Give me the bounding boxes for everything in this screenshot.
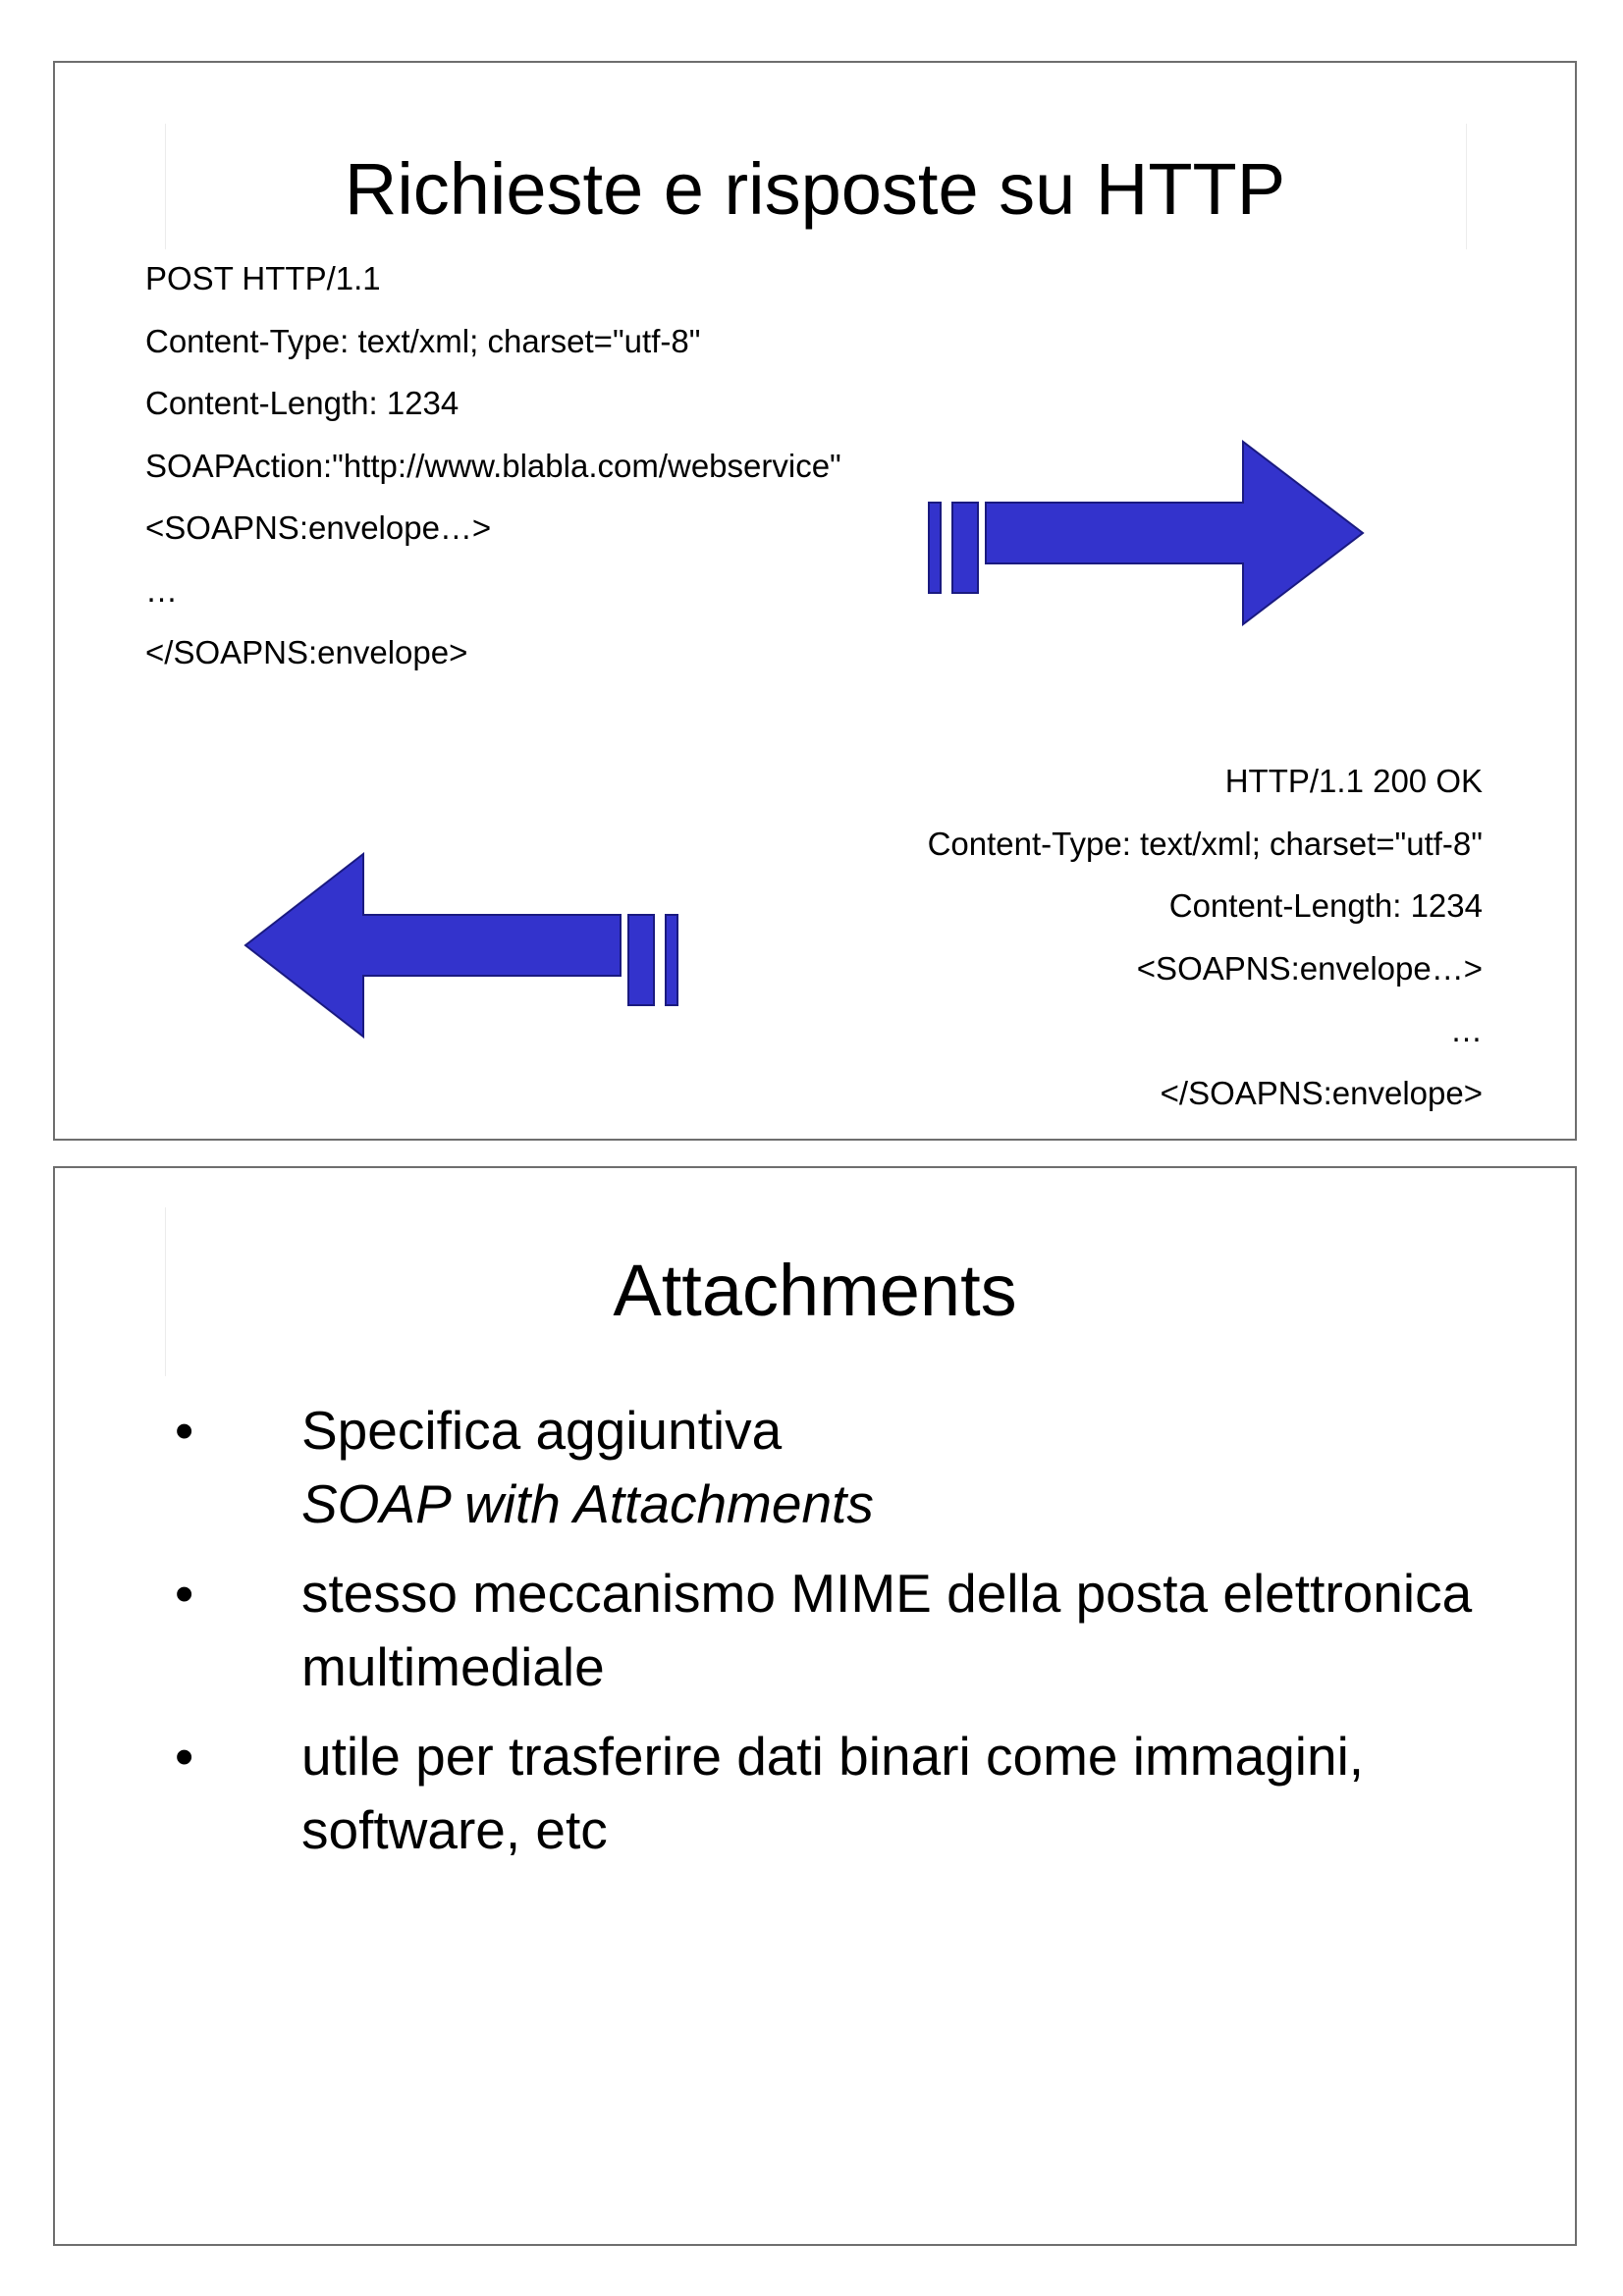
- response-line: Content-Length: 1234: [1168, 887, 1483, 924]
- bullet-list: • Specifica aggiuntiva SOAP with Attachm…: [165, 1394, 1500, 1883]
- bullet-icon: •: [175, 1563, 194, 1624]
- response-line: …: [1450, 1012, 1483, 1048]
- request-line: Content-Type: text/xml; charset="utf-8": [145, 322, 701, 359]
- request-line: SOAPAction:"http://www.blabla.com/webser…: [145, 447, 841, 484]
- request-line: </SOAPNS:envelope>: [145, 634, 468, 670]
- response-line: <SOAPNS:envelope…>: [1136, 949, 1483, 987]
- title-frame: [165, 124, 1467, 249]
- request-line: <SOAPNS:envelope…>: [145, 509, 492, 546]
- slide-attachments: Attachments • Specifica aggiuntiva SOAP …: [53, 1166, 1577, 2246]
- slide-title: Attachments: [613, 1250, 1017, 1331]
- bullet-item: • utile per trasferire dati binari come …: [165, 1720, 1500, 1867]
- slide-http-requests: Richieste e risposte su HTTP POST HTTP/1…: [53, 61, 1577, 1141]
- slide-title: Richieste e risposte su HTTP: [344, 148, 1286, 230]
- http-response-block: HTTP/1.1 200 OK Content-Type: text/xml; …: [928, 750, 1483, 1124]
- bullet-subtext: SOAP with Attachments: [301, 1473, 874, 1534]
- request-line: Content-Length: 1234: [145, 385, 460, 421]
- right-arrow-icon: [928, 440, 1365, 626]
- response-line: Content-Type: text/xml; charset="utf-8": [927, 825, 1483, 862]
- bullet-icon: •: [175, 1400, 194, 1461]
- response-line: </SOAPNS:envelope>: [1160, 1074, 1483, 1111]
- bullet-text: utile per trasferire dati binari come im…: [301, 1726, 1365, 1860]
- bullet-text: stesso meccanismo MIME della posta elett…: [301, 1563, 1473, 1697]
- request-line: POST HTTP/1.1: [145, 260, 381, 296]
- title-frame: [165, 1207, 1466, 1376]
- bullet-text: Specifica aggiuntiva: [301, 1400, 783, 1461]
- http-request-block: POST HTTP/1.1 Content-Type: text/xml; ch…: [145, 247, 841, 684]
- bullet-icon: •: [175, 1726, 194, 1787]
- bullet-item: • stesso meccanismo MIME della posta ele…: [165, 1557, 1500, 1704]
- bullet-item: • Specifica aggiuntiva SOAP with Attachm…: [165, 1394, 1500, 1541]
- response-line: HTTP/1.1 200 OK: [1224, 763, 1483, 799]
- request-line: …: [145, 571, 178, 609]
- left-arrow-icon: [243, 852, 678, 1039]
